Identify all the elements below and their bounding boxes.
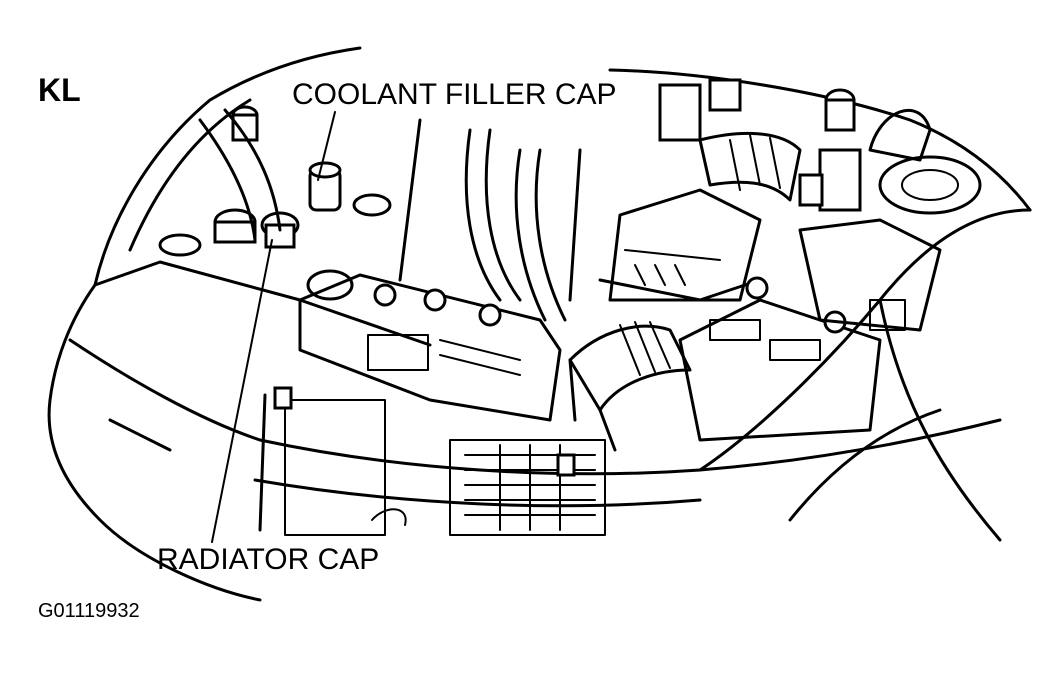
radiator-cap-leader: [211, 239, 273, 543]
figure-id-label: G01119932: [38, 600, 140, 622]
air-cleaner-box: [598, 78, 802, 302]
leader-lines: [211, 111, 336, 543]
washer-and-misc-caps: [158, 105, 354, 301]
strut-tower: [878, 155, 982, 215]
front-bumper: [47, 208, 1032, 602]
engine-block: [198, 108, 582, 422]
model-code-label: KL: [38, 72, 81, 108]
coolant-filler-cap-label: COOLANT FILLER CAP: [292, 78, 617, 111]
air-intake-duct: [568, 321, 692, 452]
radiator-cap-label: RADIATOR CAP: [157, 543, 380, 576]
radiator-grille: [273, 386, 606, 536]
battery: [678, 276, 882, 442]
coolant-filler-cap: [308, 161, 392, 217]
hood-opening-outline: [93, 46, 1032, 287]
coolant-filler-cap-leader: [317, 111, 336, 181]
relay-box: [798, 88, 942, 332]
